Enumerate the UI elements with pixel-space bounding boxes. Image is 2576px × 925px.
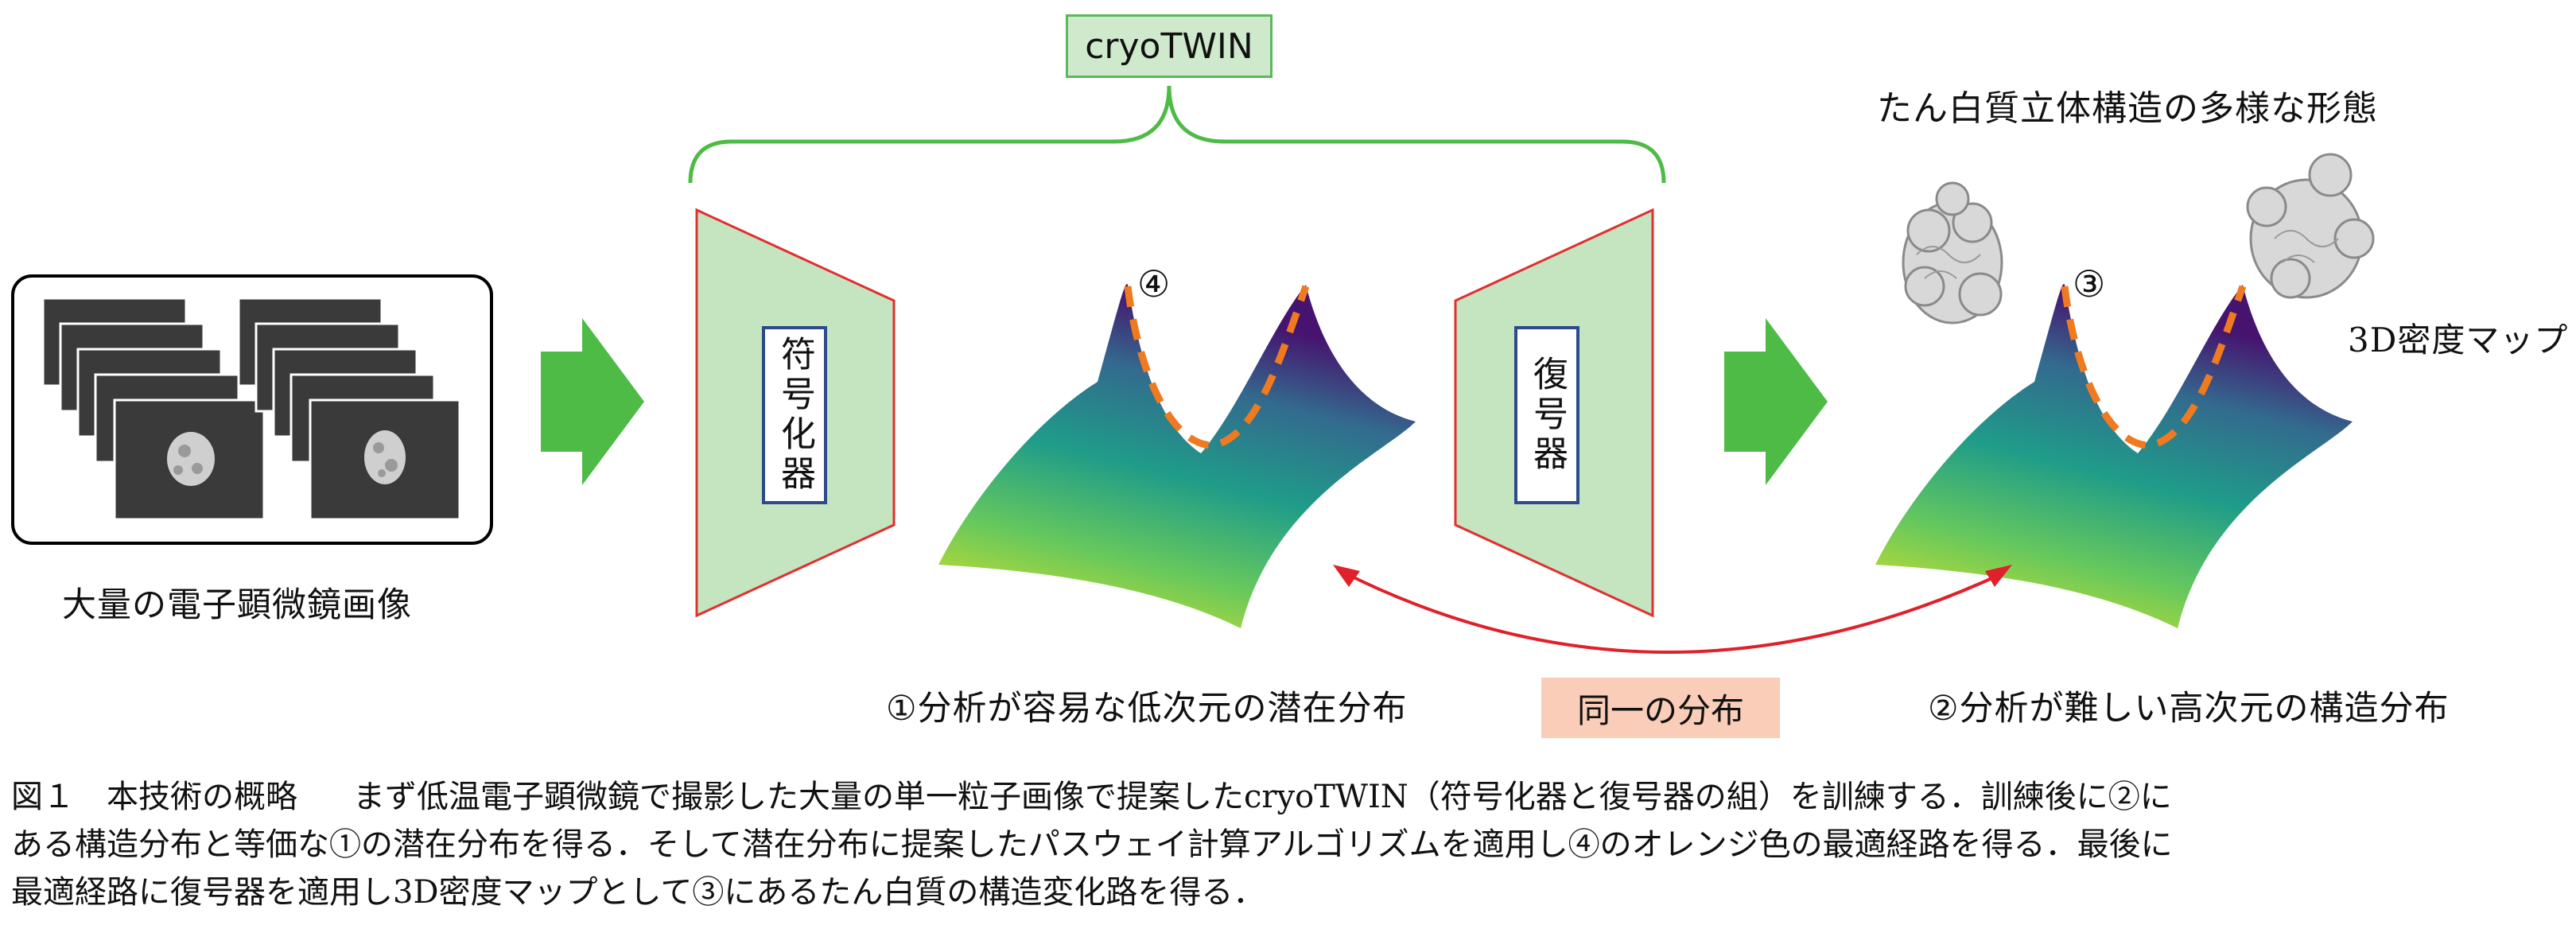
- optimal-path: [2061, 285, 2247, 449]
- cryotwin-title-box: cryoTWIN: [1066, 14, 1272, 78]
- flow-arrow-left: [541, 318, 644, 485]
- density-map-left: [1902, 181, 2003, 325]
- latent-caption: ①分析が容易な低次元の潜在分布: [886, 689, 1408, 729]
- figure-label: 図１ 本技術の概略: [11, 779, 297, 815]
- right-arrow-icon: [1724, 318, 1828, 485]
- flow-arrow-right: [1724, 318, 1828, 485]
- right-arrow-icon: [541, 318, 644, 485]
- caption-line-2: ある構造分布と等価な①の潜在分布を得る．そして潜在分布に提案したパスウェイ計算ア…: [11, 826, 2173, 863]
- optimal-path: [1124, 285, 1310, 449]
- equivalence-arrow: [1333, 565, 2012, 654]
- latent-marker: ④: [1137, 262, 1171, 305]
- figure-caption: 図１ 本技術の概略 まず低温電子顕微鏡で撮影した大量の単一粒子画像で提案したcry…: [11, 773, 2564, 916]
- same-distribution-badge: 同一の分布: [1541, 678, 1780, 738]
- structure-marker: ③: [2073, 262, 2107, 305]
- caption-line-3: 最適経路に復号器を適用し3D密度マップとして③にあるたん白質の構造変化路を得る．: [11, 874, 1265, 911]
- latent-surface: [938, 284, 1416, 628]
- structure-caption: ②分析が難しい高次元の構造分布: [1928, 689, 2450, 729]
- structure-surface: [1875, 284, 2353, 628]
- surface-mesh: [938, 284, 1416, 628]
- encoder-label: 符号化器: [762, 326, 827, 504]
- particle-blob: [167, 432, 215, 486]
- caption-line-1: まず低温電子顕微鏡で撮影した大量の単一粒子画像で提案したcryoTWIN（符号化…: [353, 779, 2172, 815]
- density-map-label: 3D密度マップ: [2348, 321, 2569, 360]
- brace-icon: [688, 85, 1666, 184]
- density-map-right: [2246, 153, 2375, 299]
- double-arrow-icon: [1343, 571, 2005, 654]
- micrograph-stacks: [41, 297, 461, 521]
- decoder-label: 復号器: [1514, 326, 1579, 504]
- surface-mesh: [1875, 284, 2353, 628]
- structure-heading: たん白質立体構造の多様な形態: [1877, 88, 2378, 129]
- particle-blob: [364, 430, 406, 484]
- cryotwin-brace: [688, 85, 1666, 184]
- input-caption: 大量の電子顕微鏡画像: [62, 585, 412, 625]
